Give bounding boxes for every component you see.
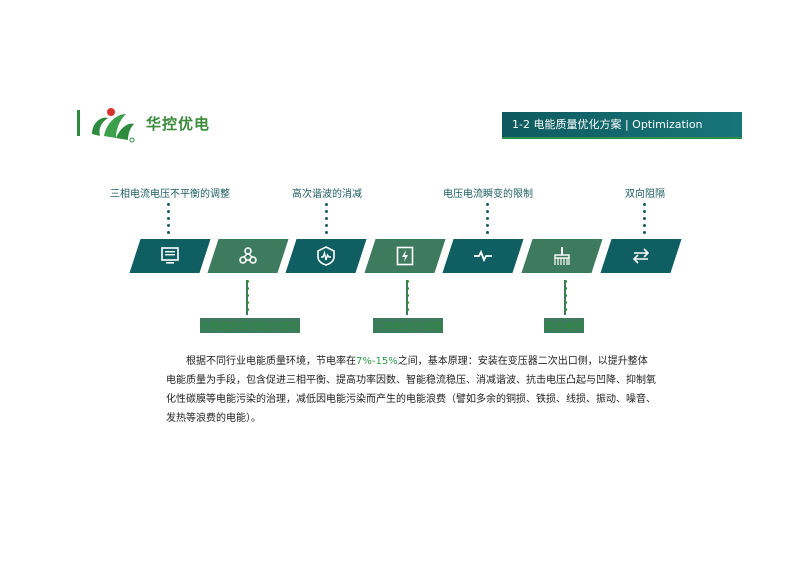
network-icon: [238, 246, 258, 266]
bottom-connector-1: [245, 280, 249, 315]
top-label-isolation: 双向阻隔: [625, 189, 665, 200]
top-connector-4: [642, 203, 646, 238]
top-label-transient: 电压电流瞬变的限制: [443, 189, 533, 200]
lightning-icon: [396, 246, 414, 266]
step-box-6: [521, 239, 603, 273]
section-underline: [502, 137, 742, 139]
bottom-label-power-factor: 负载端功率因数的提高: [200, 318, 300, 333]
description-paragraph: 根据不同行业电能质量环境，节电率在7%-15%之间，基本原理：安装在变压器二次出…: [166, 352, 656, 428]
paragraph-before: 根据不同行业电能质量环境，节电率在: [186, 356, 356, 367]
bottom-connector-2: [405, 280, 409, 315]
savings-rate-highlight: 7%-15%: [356, 356, 398, 367]
brand-name: 华控优电: [146, 115, 211, 133]
top-label-harmonics: 高次谐波的消减: [292, 189, 362, 200]
step-box-7: [600, 239, 682, 273]
top-connector-3: [485, 203, 489, 238]
harmonic-shield-icon: [316, 246, 336, 266]
top-label-unbalance: 三相电流电压不平衡的调整: [110, 189, 230, 200]
bottom-connector-3: [563, 280, 567, 315]
accent-bar: [77, 110, 80, 136]
step-box-4: [364, 239, 446, 273]
step-box-1: [129, 239, 211, 273]
bottom-label-clean-grid: 清洁电网: [544, 318, 584, 333]
bottom-label-voltage: 三相电压的调整: [373, 318, 443, 333]
waveform-icon: [473, 250, 493, 262]
brush-icon: [552, 246, 572, 266]
section-title: 1-2 电能质量优化方案 | Optimization Scheme: [502, 112, 742, 156]
paragraph-after: 之间，基本原理：安装在变压器二次出口侧，以提升整体电能质量为手段，包含促进三相平…: [166, 356, 656, 424]
top-connector-2: [324, 203, 328, 238]
monitor-icon: [160, 247, 180, 265]
step-box-3: [285, 239, 367, 273]
top-connector-1: [166, 203, 170, 238]
bidirectional-arrows-icon: [631, 248, 651, 264]
brand-logo-icon: [92, 108, 135, 143]
step-box-5: [442, 239, 524, 273]
step-box-2: [207, 239, 289, 273]
